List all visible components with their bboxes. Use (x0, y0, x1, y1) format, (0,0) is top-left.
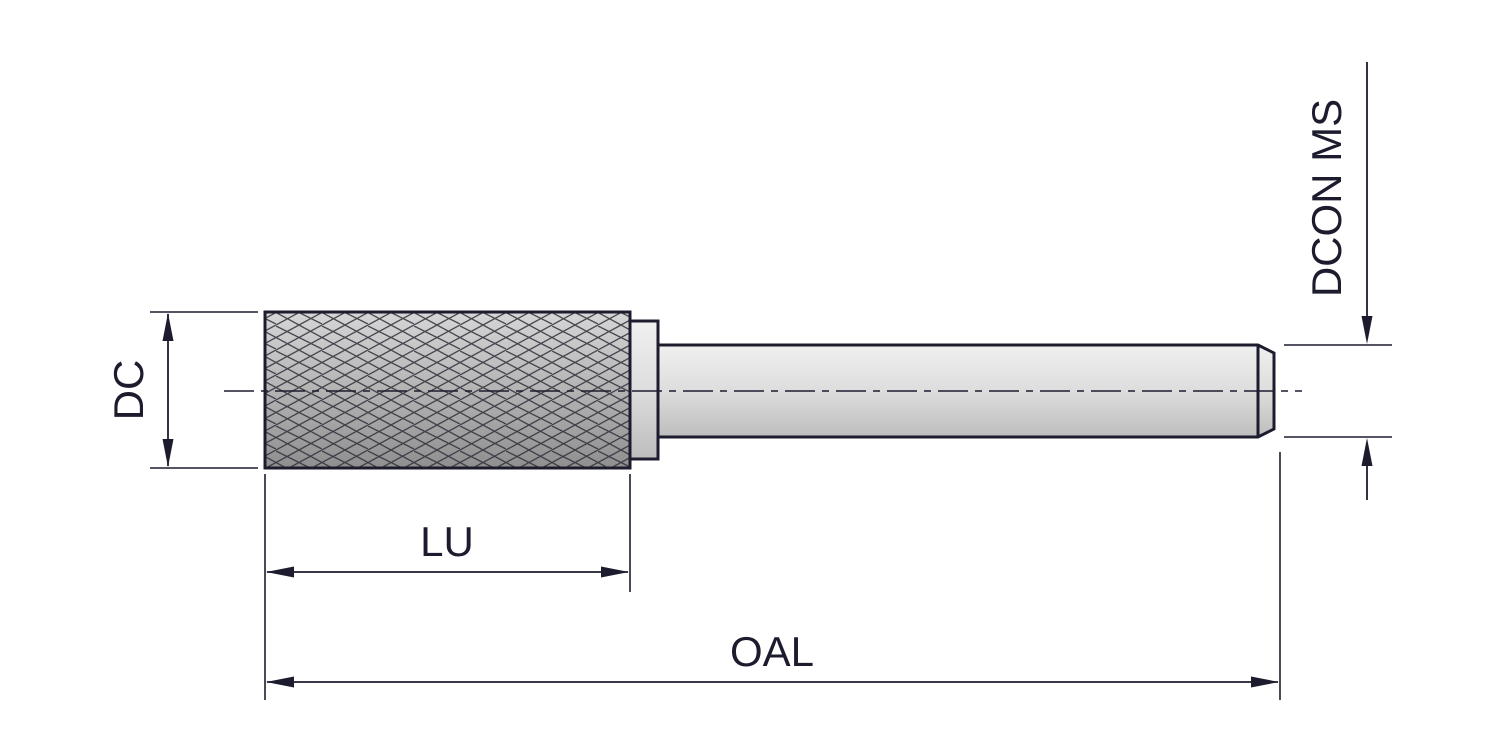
dcon-arrow-down-icon (1361, 316, 1373, 344)
knurl-pattern (265, 312, 630, 468)
dc-label: DC (105, 360, 152, 421)
dc-arrow-down-icon (162, 439, 174, 467)
dc-arrow-up-icon (162, 313, 174, 341)
oal-arrow-left-icon (266, 676, 294, 688)
dcon-arrow-up-icon (1361, 438, 1373, 466)
oal-dimension: OAL (264, 452, 1281, 700)
lu-arrow-right-icon (601, 566, 629, 578)
oal-label: OAL (730, 628, 814, 675)
dc-dimension: DC (105, 311, 258, 469)
lu-arrow-left-icon (266, 566, 294, 578)
lu-dimension: LU (264, 474, 631, 592)
dcon-label: DCON MS (1303, 99, 1350, 297)
lu-label: LU (420, 518, 474, 565)
oal-arrow-right-icon (1251, 676, 1279, 688)
burr-head (263, 310, 632, 470)
dcon-dimension: DCON MS (1284, 62, 1392, 500)
burr-head-outline (263, 310, 632, 470)
collar (626, 319, 660, 461)
